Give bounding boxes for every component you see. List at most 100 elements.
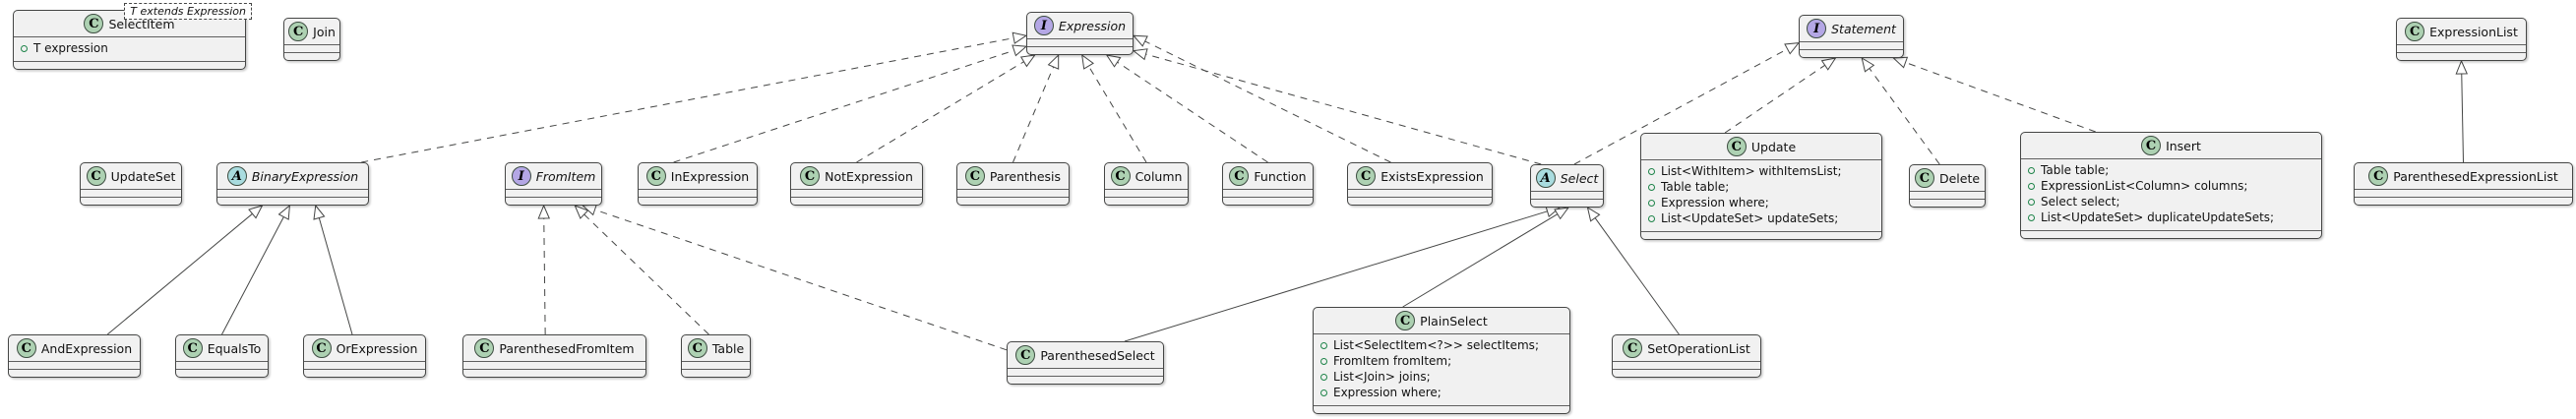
class-name: SetOperationList [1647,340,1750,356]
class-header: C Table [682,335,750,361]
class-name: ExistsExpression [1380,168,1484,184]
class-name: ParenthesedExpressionList [2393,168,2558,184]
class-header: C Update [1641,134,1881,159]
class-name: AndExpression [40,340,133,356]
class-icon: C [1914,168,1934,188]
field-text: T expression [33,41,108,55]
class-name: EqualsTo [207,340,262,356]
field-text: Expression where; [1661,196,1769,210]
class-field: T expression [21,40,238,56]
field-visibility-icon [2028,182,2035,190]
class-name: Insert [2166,138,2201,153]
uml-class-parenthesedselect: C ParenthesedSelect [1007,341,1164,385]
uml-class-parenthesedfromitem: C ParenthesedFromItem [462,334,646,378]
class-header: C PlainSelect [1314,308,1569,333]
class-header: C Insert [2021,133,2321,158]
field-visibility-icon [1320,341,1327,349]
fields-compartment: List<WithItem> withItemsList;Table table… [1641,160,1881,231]
hollow-triangle-arrowhead [248,205,264,219]
extends-edge-line [318,217,353,335]
interface-icon: I [1033,16,1054,35]
uml-class-function: C Function [1222,162,1314,206]
hollow-triangle-arrowhead [1861,56,1875,73]
class-field: Select select; [2028,194,2314,210]
class-icon: C [645,166,666,186]
uml-class-setoperationlist: C SetOperationList [1612,334,1761,378]
class-icon: C [1726,137,1747,156]
class-icon: C [288,22,309,41]
uml-class-join: C Join [283,18,340,61]
class-header: C Delete [1910,165,1985,191]
class-field: Expression where; [1648,195,1874,210]
class-icon: C [687,338,707,358]
hollow-triangle-arrowhead [1081,53,1094,70]
hollow-triangle-arrowhead [1012,44,1028,57]
class-header: C Join [284,19,339,44]
class-icon: C [1356,166,1377,186]
hollow-triangle-arrowhead [1047,53,1060,70]
field-text: Table table; [2041,163,2110,177]
field-text: List<WithItem> withItemsList; [1661,164,1842,178]
uml-class-equalsto: C EqualsTo [175,334,269,378]
class-header: C ExpressionList [2397,19,2526,44]
class-icon: C [84,14,104,33]
class-field: List<UpdateSet> duplicateUpdateSets; [2028,210,2314,225]
field-visibility-icon [1320,373,1327,381]
class-icon: C [311,338,332,358]
class-name: OrExpression [336,340,418,356]
field-visibility-icon [2028,166,2035,174]
class-name: ParenthesedFromItem [499,340,635,356]
field-text: List<UpdateSet> updateSets; [1661,211,1839,225]
class-icon: C [2368,166,2389,186]
uml-class-expression: I Expression [1026,12,1134,55]
uml-class-plainselect: C PlainSelect List<SelectItem<?>> select… [1313,307,1570,414]
class-name: Join [313,24,336,39]
class-header: A BinaryExpression [217,163,368,189]
class-field: Table table; [2028,162,2314,178]
class-header: C EqualsTo [176,335,268,361]
hollow-triangle-arrowhead [277,204,290,220]
uml-class-parenthesis: C Parenthesis [956,162,1070,206]
implements-edge-line [1905,61,2096,133]
hollow-triangle-arrowhead [574,205,589,219]
class-icon: C [1110,166,1131,186]
class-header: C SetOperationList [1613,335,1760,361]
class-header: C ParenthesedFromItem [463,335,645,361]
class-header: C Parenthesis [957,163,1069,189]
uml-class-binaryexpression: A BinaryExpression [216,162,369,206]
field-visibility-icon [1648,183,1655,191]
uml-class-parenthesedexpressionlist: C ParenthesedExpressionList [2354,162,2573,206]
hollow-triangle-arrowhead [1892,56,1909,69]
field-visibility-icon [1320,357,1327,365]
class-name: Function [1254,168,1307,184]
interface-icon: I [511,166,531,186]
class-header: C OrExpression [304,335,425,361]
class-name: BinaryExpression [251,168,359,184]
class-icon: C [16,338,36,358]
field-text: ExpressionList<Column> columns; [2041,179,2248,193]
class-field: List<WithItem> withItemsList; [1648,163,1874,179]
uml-class-inexpression: C InExpression [638,162,758,206]
class-name: NotExpression [825,168,913,184]
interface-icon: I [1807,19,1827,38]
class-field: Table table; [1648,179,1874,195]
field-text: List<Join> joins; [1333,370,1431,384]
field-visibility-icon [1648,167,1655,175]
field-text: FromItem fromItem; [1333,354,1452,368]
class-field: List<SelectItem<?>> selectItems; [1320,337,1563,353]
uml-class-fromitem: I FromItem [505,162,602,206]
fields-compartment: T expression [14,37,245,61]
fields-compartment: List<SelectItem<?>> selectItems;FromItem… [1314,334,1569,405]
abstract-icon: A [226,166,247,186]
class-header: C SelectItem [14,11,245,36]
class-name: SelectItem [108,16,175,31]
class-header: C ParenthesedExpressionList [2355,163,2572,189]
class-name: Expression [1058,18,1127,33]
uml-class-andexpression: C AndExpression [8,334,141,378]
class-icon: C [1395,311,1416,330]
uml-class-statement: I Statement [1799,15,1904,58]
extends-edge-line [2461,73,2464,163]
class-name: Statement [1831,21,1896,36]
hollow-triangle-arrowhead [1545,205,1562,217]
